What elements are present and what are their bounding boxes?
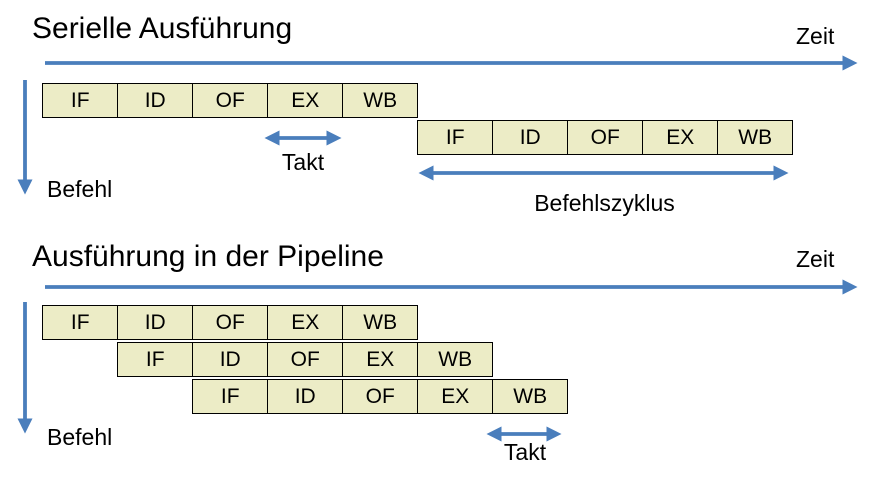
stage-cell: WB xyxy=(342,83,419,118)
stage-cell: EX xyxy=(417,379,494,414)
stage-cell: IF xyxy=(42,305,119,340)
pipeline-section-title: Ausführung in der Pipeline xyxy=(32,240,384,273)
pipeline-instruction-axis-label: Befehl xyxy=(47,424,113,450)
serial-instruction-cycle-label: Befehlszyklus xyxy=(534,190,675,216)
stage-cell: OF xyxy=(192,305,269,340)
serial-time-label: Zeit xyxy=(796,23,835,49)
pipeline-time-label: Zeit xyxy=(796,246,835,272)
stage-cell: WB xyxy=(717,120,794,155)
stage-cell: OF xyxy=(567,120,644,155)
stage-cell: IF xyxy=(117,342,194,377)
stage-cell: WB xyxy=(492,379,569,414)
stage-cell: IF xyxy=(417,120,494,155)
serial-instruction-2-row: IF ID OF EX WB xyxy=(417,120,794,155)
stage-cell: WB xyxy=(417,342,494,377)
serial-instruction-1-row: IF ID OF EX WB xyxy=(42,83,419,118)
stage-cell: ID xyxy=(117,83,194,118)
pipeline-clock-label: Takt xyxy=(503,439,547,465)
stage-cell: EX xyxy=(267,83,344,118)
stage-cell: OF xyxy=(267,342,344,377)
pipeline-instruction-1-row: IF ID OF EX WB xyxy=(42,305,419,340)
stage-cell: ID xyxy=(192,342,269,377)
serial-section-title: Serielle Ausführung xyxy=(32,12,293,45)
stage-cell: EX xyxy=(267,305,344,340)
stage-cell: IF xyxy=(192,379,269,414)
stage-cell: OF xyxy=(192,83,269,118)
stage-cell: EX xyxy=(642,120,719,155)
stage-cell: ID xyxy=(492,120,569,155)
stage-cell: OF xyxy=(342,379,419,414)
pipeline-instruction-3-row: IF ID OF EX WB xyxy=(192,379,569,414)
stage-cell: EX xyxy=(342,342,419,377)
stage-cell: ID xyxy=(117,305,194,340)
pipeline-instruction-2-row: IF ID OF EX WB xyxy=(117,342,494,377)
stage-cell: ID xyxy=(267,379,344,414)
serial-clock-label: Takt xyxy=(281,149,325,175)
stage-cell: IF xyxy=(42,83,119,118)
serial-instruction-axis-label: Befehl xyxy=(47,176,113,202)
stage-cell: WB xyxy=(342,305,419,340)
